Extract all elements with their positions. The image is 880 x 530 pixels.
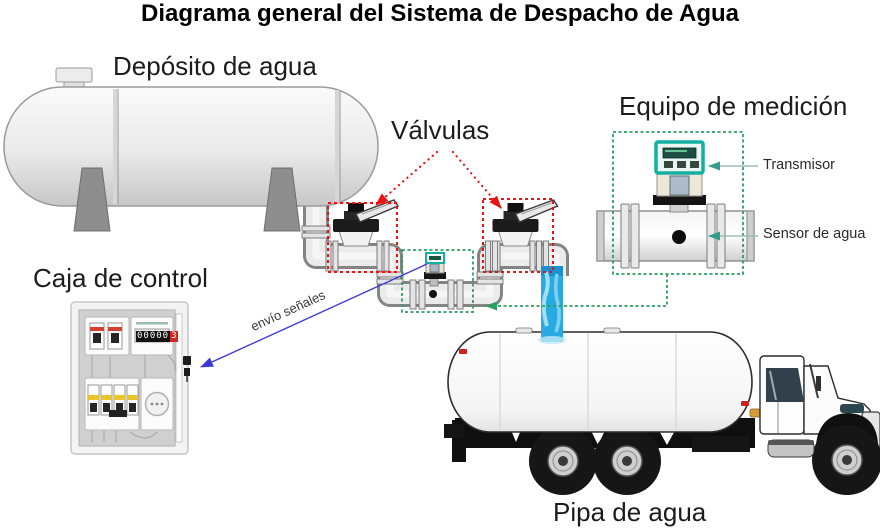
control-box-label: Caja de control bbox=[33, 263, 208, 293]
flow-sensor-inline bbox=[424, 252, 446, 298]
truck-wheel bbox=[593, 427, 661, 495]
valve-pointer-lines bbox=[374, 150, 503, 210]
water-tank bbox=[3, 67, 379, 232]
water-truck bbox=[444, 327, 880, 495]
measuring-equipment-label: Equipo de medición bbox=[619, 91, 848, 121]
transmitter-label: Transmisor bbox=[763, 157, 835, 173]
control-box-door-handle bbox=[175, 313, 183, 443]
control-box bbox=[70, 301, 191, 455]
signal-arrow bbox=[200, 263, 428, 368]
transmitter-icon bbox=[654, 140, 705, 175]
breakers-red bbox=[89, 322, 123, 350]
tank-leg bbox=[73, 167, 111, 232]
measure-connector-line bbox=[485, 274, 668, 311]
truck-cab bbox=[749, 355, 880, 495]
valve-highlight-boxes bbox=[327, 198, 554, 273]
power-socket bbox=[140, 377, 174, 431]
truck-label: Pipa de agua bbox=[553, 497, 707, 527]
measuring-equipment bbox=[596, 140, 755, 269]
cab-window bbox=[766, 368, 804, 402]
water-sensor-dot bbox=[672, 230, 686, 244]
tank-label: Depósito de agua bbox=[113, 51, 317, 81]
meter-digits: 00000 bbox=[136, 330, 171, 342]
diagram-title: Diagrama general del Sistema de Despacho… bbox=[141, 0, 739, 27]
control-box-lock bbox=[183, 356, 191, 365]
wires bbox=[91, 354, 177, 442]
truck-wheel bbox=[812, 425, 880, 495]
meter-last-digit: 3 bbox=[170, 330, 178, 342]
breakers-yellow bbox=[87, 384, 139, 417]
truck-wheel bbox=[529, 427, 597, 495]
water-stream bbox=[538, 266, 566, 344]
valves-label: Válvulas bbox=[391, 115, 490, 145]
measure-highlight-boxes bbox=[401, 131, 744, 313]
truck-tank bbox=[447, 331, 753, 433]
inline-sensor-dot bbox=[429, 290, 437, 298]
tank-vent-cap bbox=[55, 67, 93, 83]
water-sensor-label: Sensor de agua bbox=[763, 226, 866, 242]
tank-leg bbox=[263, 167, 301, 232]
